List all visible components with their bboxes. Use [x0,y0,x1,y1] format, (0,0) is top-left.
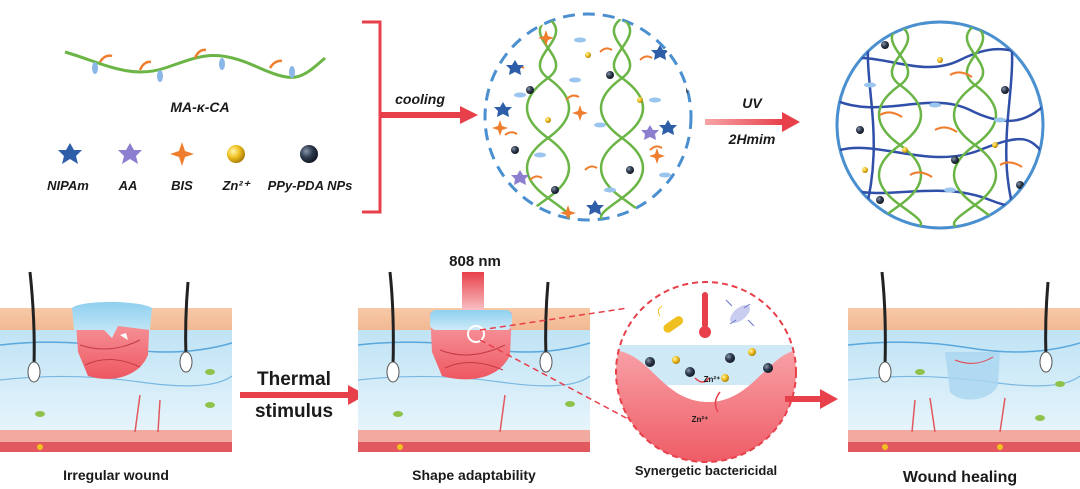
bis-cross-icon [170,142,194,166]
zn-label-a: Zn²⁺ [704,375,721,384]
stimulus-label: stimulus [255,401,333,422]
zoom-connector [479,307,631,421]
skin-panel-irregular [0,271,233,452]
laser-label: 808 nm [449,253,501,270]
aa-star-icon [118,143,142,164]
zn-sphere-icon [227,145,245,163]
hydrogel-network-circle [835,20,1045,230]
nipam-star-icon [58,143,82,164]
legend-label-nipam: NIPAm [47,178,89,193]
bactericidal-zoom-circle [615,281,797,463]
thermal-label: Thermal [257,369,331,390]
thermal-arrow [240,385,366,405]
coccus-bacteria-icon [725,299,755,327]
uv-arrow [705,112,800,132]
legend-label-aa: AA [118,178,138,193]
polymer-label: MA-κ-CA [170,99,229,115]
caption-irregular: Irregular wound [63,467,169,483]
polymer-chain [64,48,326,82]
cooling-arrow [381,106,478,124]
cooling-label: cooling [395,91,445,107]
zn-label-b: Zn²⁺ [692,415,709,424]
healing-arrow [785,389,838,409]
precursor-solution-circle [483,12,693,222]
rod-bacteria-icon [657,305,684,333]
ppy-pda-sphere-icon [300,145,318,163]
hmim-label: 2Hmim [728,131,776,147]
skin-panel-shape-adapted [357,271,591,452]
bracket [362,20,382,214]
skin-panel-healed [847,271,1080,452]
caption-shape: Shape adaptability [412,467,536,483]
uv-label: UV [742,95,763,111]
caption-healing: Wound healing [903,469,1017,486]
legend-label-zn: Zn²⁺ [221,178,251,193]
legend-label-ppy-pda: PPy-PDA NPs [268,178,353,193]
caption-synergetic: Synergetic bactericidal [635,463,777,478]
legend-label-bis: BIS [171,178,193,193]
